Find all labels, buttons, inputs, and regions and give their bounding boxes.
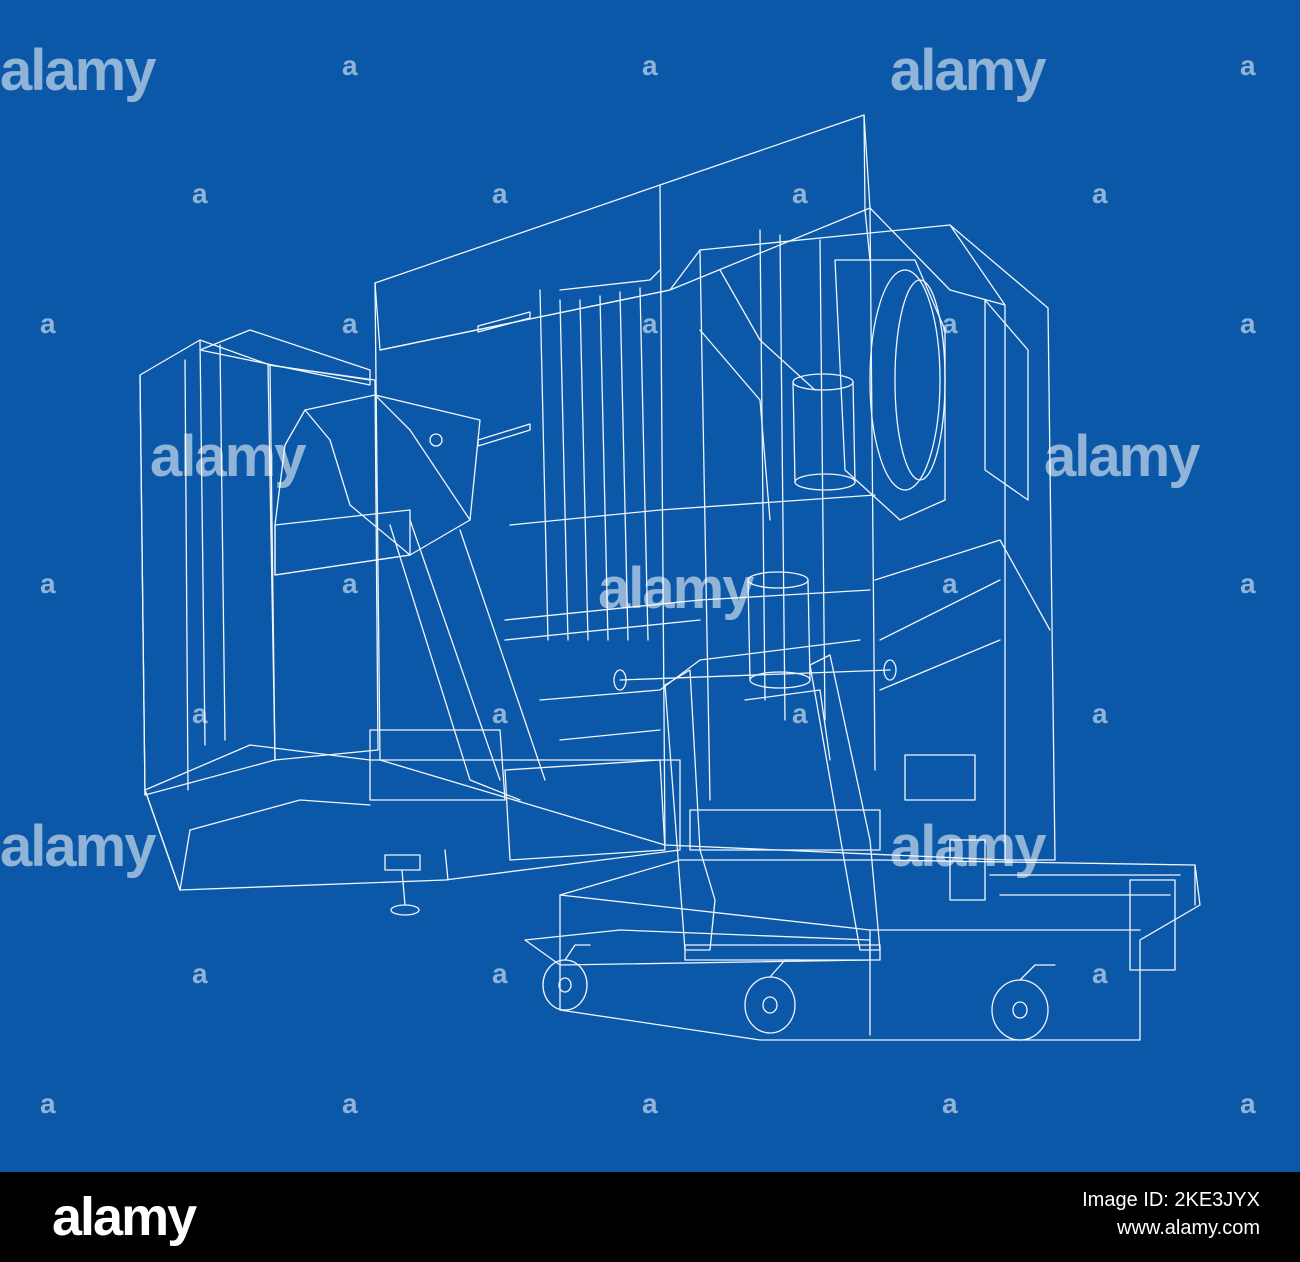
watermark-mark: a [492, 958, 508, 989]
watermark-mark: a [1092, 178, 1108, 209]
footer-url: www.alamy.com [1117, 1217, 1260, 1239]
watermark-mark: a [942, 308, 958, 339]
watermark-mark: a [642, 308, 658, 339]
machine-base [144, 729, 681, 916]
watermark-mark: a [40, 1088, 56, 1119]
watermark-mark: a [1240, 308, 1256, 339]
wheeled-cart [524, 859, 1201, 1041]
watermark-mark: a [192, 698, 208, 729]
watermark-mark: a [1092, 698, 1108, 729]
watermark-mark: a [642, 1088, 658, 1119]
watermark-text: alamy [890, 814, 1046, 879]
watermark-mark: a [1240, 568, 1256, 599]
watermark-text: alamy [0, 814, 156, 879]
watermark-text: alamy [890, 38, 1046, 103]
watermark-mark: a [40, 568, 56, 599]
watermark-mark: a [492, 698, 508, 729]
watermark-mark: a [192, 178, 208, 209]
watermark-mark: a [342, 50, 358, 81]
cart-wheel-middle [744, 959, 801, 1034]
watermark-mark: a [942, 568, 958, 599]
footer-meta: Image ID: 2KE3JYX www.alamy.com [1082, 1186, 1260, 1242]
watermark-text: alamy [0, 38, 156, 103]
watermark-mark: a [642, 50, 658, 81]
watermark-mark: a [40, 308, 56, 339]
watermark-mark: a [792, 698, 808, 729]
watermark-mark: a [342, 568, 358, 599]
watermark-mark: a [342, 1088, 358, 1119]
watermark-mark: a [1240, 1088, 1256, 1119]
watermark-text: alamy [150, 424, 306, 489]
watermark-mark: a [942, 1088, 958, 1119]
watermark-text: alamy [1044, 424, 1200, 489]
watermark-mark: a [192, 958, 208, 989]
cart-wheel-left [542, 944, 591, 1011]
image-id-label: Image ID: 2KE3JYX [1082, 1189, 1260, 1211]
blueprint-image: alamy alamy alamy alamy alamy alamy alam… [0, 0, 1300, 1172]
watermark-mark: a [792, 178, 808, 209]
cylinder-lower [747, 571, 811, 689]
watermark-text: alamy [598, 556, 754, 621]
watermark-mark: a [1240, 50, 1256, 81]
watermark-mark: a [1092, 958, 1108, 989]
chip-conveyor [274, 394, 546, 801]
machine-wireframe-drawing [139, 114, 1201, 1041]
stock-footer-bar: alamy Image ID: 2KE3JYX www.alamy.com [0, 1172, 1300, 1262]
cylinder-upper [792, 373, 856, 491]
lift-frame [613, 654, 986, 961]
footer-logo: alamy [52, 1187, 197, 1247]
main-cabinet [374, 114, 1056, 861]
watermark-mark: a [342, 308, 358, 339]
watermark-mark: a [492, 178, 508, 209]
left-cabinet [139, 329, 379, 796]
cart-wheel-right [991, 964, 1056, 1041]
